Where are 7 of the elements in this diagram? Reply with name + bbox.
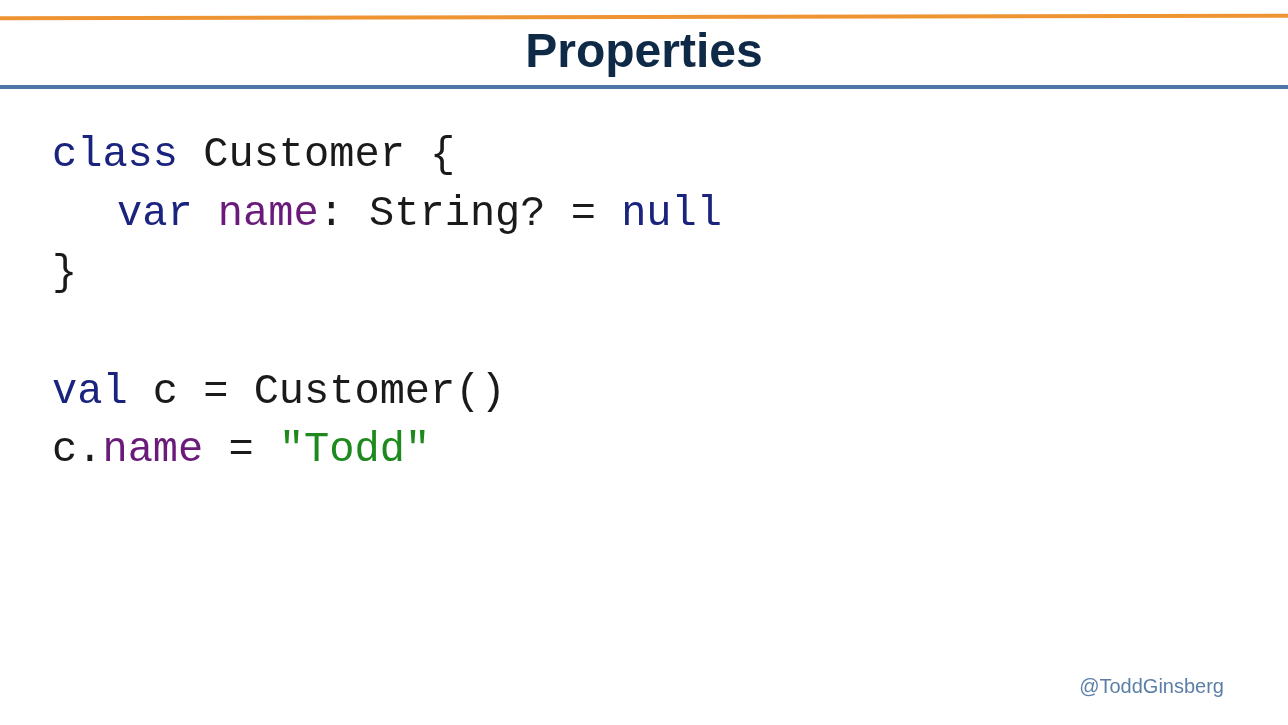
code-line: val c = Customer()	[52, 367, 506, 417]
code-line: }	[52, 248, 78, 298]
slide-title: Properties	[524, 23, 764, 79]
author-handle: @ToddGinsberg	[1079, 674, 1224, 699]
code-line: c.name = "Todd"	[52, 425, 431, 475]
code-line: class Customer {	[52, 130, 456, 180]
code-line: var name: String? = null	[117, 189, 722, 239]
